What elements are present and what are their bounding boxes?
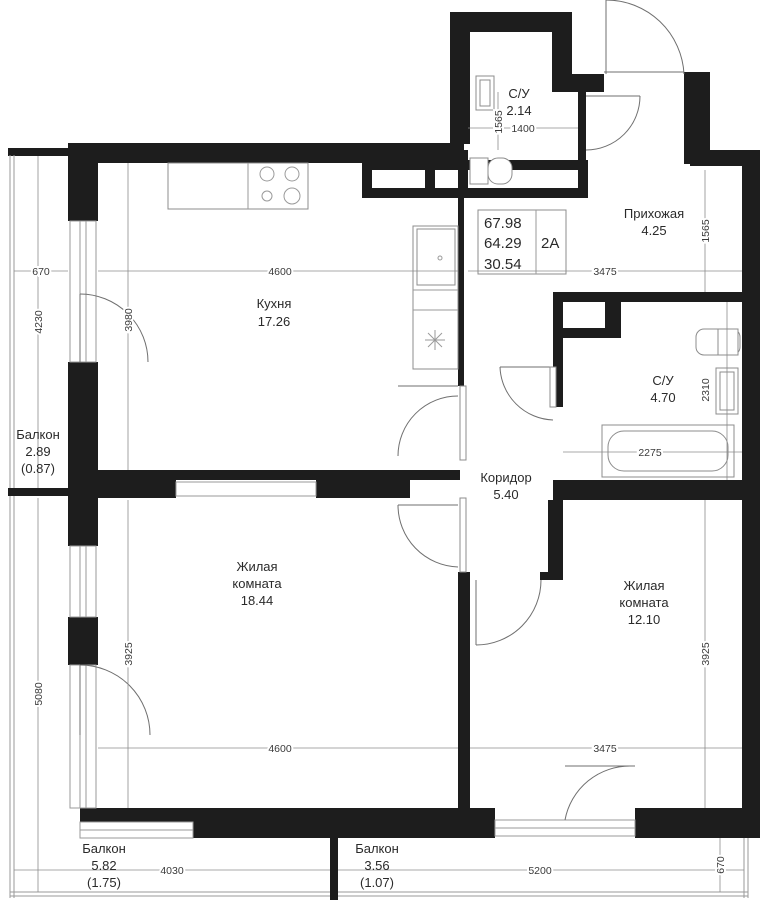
wc-big-area: 4.70 bbox=[650, 390, 675, 405]
dim-balcony1-width: 670 bbox=[32, 266, 50, 278]
area-reduced: 64.29 bbox=[484, 235, 522, 252]
balcony3-name: Балкон bbox=[355, 841, 399, 856]
dim-living2-height: 3925 bbox=[700, 642, 712, 666]
room-labels: Кухня 17.26 Жилая комната 18.44 Жилая ко… bbox=[16, 86, 684, 890]
balcony1-area: 2.89 bbox=[25, 444, 50, 459]
dim-hall-width: 3475 bbox=[593, 266, 617, 278]
area-summary: 67.98 64.29 30.54 2А bbox=[484, 215, 559, 273]
doors bbox=[79, 0, 685, 821]
living1-name-line2: комната bbox=[232, 576, 282, 591]
dim-wc-small-height: 1565 bbox=[493, 110, 505, 134]
corridor-name: Коридор bbox=[480, 470, 531, 485]
dimension-labels: 4600 3475 670 1400 2275 4600 3475 4030 5… bbox=[30, 108, 729, 879]
balcony2-reduced: (1.75) bbox=[87, 875, 121, 890]
balcony-outlines bbox=[9, 155, 749, 900]
balcony3-area: 3.56 bbox=[364, 858, 389, 873]
dim-balcony2-height: 5080 bbox=[33, 682, 45, 706]
living1-area: 18.44 bbox=[241, 593, 274, 608]
balcony1-name: Балкон bbox=[16, 427, 60, 442]
hall-area: 4.25 bbox=[641, 223, 666, 238]
dim-balcony1-height: 4230 bbox=[33, 310, 45, 334]
living2-name-line1: Жилая bbox=[623, 578, 664, 593]
wc-small-name: С/У bbox=[508, 86, 530, 101]
balcony2-area: 5.82 bbox=[91, 858, 116, 873]
balcony1-reduced: (0.87) bbox=[21, 461, 55, 476]
dim-living1-width: 4600 bbox=[268, 743, 292, 755]
dim-balcony3-height: 670 bbox=[715, 856, 727, 874]
walls bbox=[8, 12, 760, 838]
dim-kitchen-height: 3980 bbox=[123, 308, 135, 332]
apartment-type: 2А bbox=[541, 235, 559, 252]
dim-hall-height: 1565 bbox=[700, 219, 712, 243]
dim-living2-width: 3475 bbox=[593, 743, 617, 755]
dim-living1-height: 3925 bbox=[123, 642, 135, 666]
living2-name-line2: комната bbox=[619, 595, 669, 610]
wc-big-name: С/У bbox=[652, 373, 674, 388]
dim-wc-small-width: 1400 bbox=[511, 123, 535, 135]
corridor-area: 5.40 bbox=[493, 487, 518, 502]
hall-name: Прихожая bbox=[624, 206, 684, 221]
windows bbox=[69, 220, 636, 839]
area-living: 30.54 bbox=[484, 256, 522, 273]
dim-wc-big-height: 2310 bbox=[700, 378, 712, 402]
balcony2-name: Балкон bbox=[82, 841, 126, 856]
balcony3-reduced: (1.07) bbox=[360, 875, 394, 890]
living1-name-line1: Жилая bbox=[236, 559, 277, 574]
wc-small-area: 2.14 bbox=[506, 103, 531, 118]
dim-balcony3-width: 5200 bbox=[528, 865, 552, 877]
dim-balcony2-width: 4030 bbox=[160, 865, 184, 877]
kitchen-area: 17.26 bbox=[258, 314, 291, 329]
dim-wc-big-width: 2275 bbox=[638, 447, 662, 459]
kitchen-name: Кухня bbox=[257, 296, 292, 311]
dim-kitchen-width: 4600 bbox=[268, 266, 292, 278]
dimension-lines bbox=[14, 92, 744, 892]
area-total: 67.98 bbox=[484, 215, 522, 232]
living2-area: 12.10 bbox=[628, 612, 661, 627]
